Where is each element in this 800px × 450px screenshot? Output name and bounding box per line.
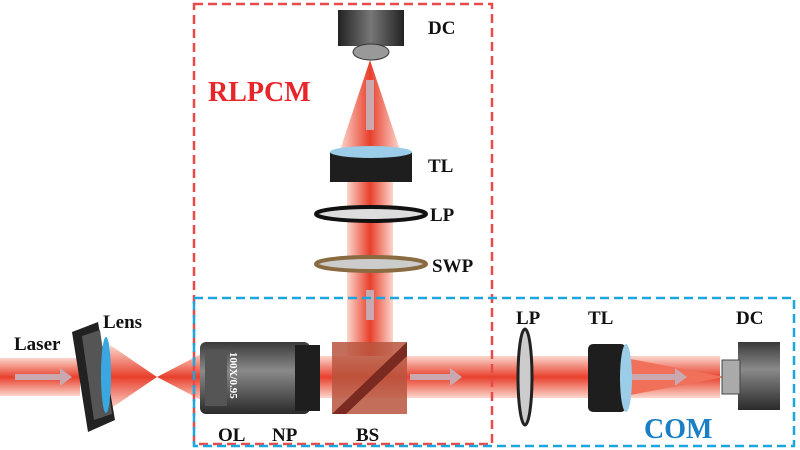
label-com: COM: [644, 414, 712, 445]
top-linear-polarizer: [314, 205, 428, 223]
label-top-tl: TL: [428, 156, 453, 177]
label-right-tl: TL: [588, 308, 613, 329]
label-lens: Lens: [103, 312, 142, 333]
label-top-swp: SWP: [432, 256, 474, 277]
rlpcm-dashed-box: [192, 2, 494, 446]
label-top-dc: DC: [428, 18, 455, 39]
objective-lens: 100X/0.95: [200, 342, 320, 414]
label-np: NP: [272, 425, 298, 446]
right-linear-polarizer: [516, 327, 534, 427]
label-bs: BS: [356, 425, 379, 446]
top-tube-lens: [330, 146, 412, 182]
label-right-lp: LP: [516, 308, 541, 329]
top-camera: [338, 10, 404, 61]
label-top-lp: LP: [430, 205, 455, 226]
label-laser: Laser: [14, 334, 61, 355]
right-camera: [721, 342, 780, 410]
objective-marking: 100X/0.95: [227, 352, 239, 399]
beam-splitter: [332, 342, 407, 414]
com-dashed-box: [192, 296, 796, 448]
label-right-dc: DC: [736, 308, 763, 329]
label-rlpcm: RLPCM: [208, 77, 311, 108]
lens: [72, 322, 115, 432]
top-short-wave-pass-filter: [314, 255, 428, 273]
label-ol: OL: [218, 425, 245, 446]
right-tube-lens: [588, 344, 632, 412]
